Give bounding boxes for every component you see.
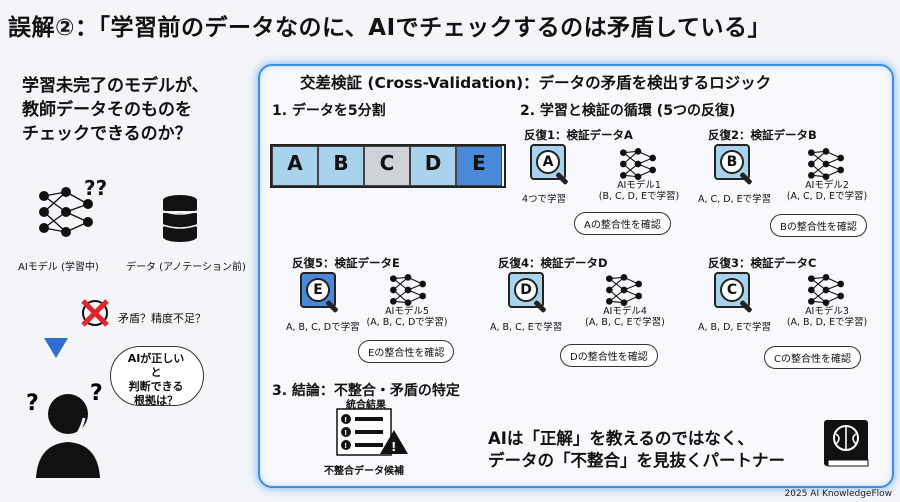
model-3-icon xyxy=(806,272,846,312)
model-1-icon xyxy=(618,146,658,186)
model-4-sub: (A, B, C, Eで学習) xyxy=(585,317,665,328)
model-1-caption: AIモデル1 (B, C, D, Eで学習) xyxy=(594,180,684,202)
check-cloud-a: Aの整合性を確認 xyxy=(574,212,671,235)
validation-letter-d: D xyxy=(514,278,538,302)
cross-validation-panel xyxy=(258,64,894,488)
result-list-icon: !!! ! xyxy=(336,408,414,462)
check-cloud-b: Bの整合性を確認 xyxy=(770,214,867,237)
train-caption-2: A, C, D, Eで学習 xyxy=(698,194,772,205)
segment-c: C xyxy=(364,146,410,186)
check-cloud-d: Dの整合性を確認 xyxy=(560,344,658,367)
database-icon xyxy=(162,194,198,246)
model-4-name: AIモデル4 xyxy=(603,306,647,317)
question-text: 学習未完了のモデルが、 教師データそのものを チェックできるのか？ xyxy=(22,76,209,144)
section-split: 1. データを5分割 xyxy=(272,103,386,119)
model-3-caption: AIモデル3 (A, B, D, Eで学習) xyxy=(782,306,872,328)
segment-e: E xyxy=(456,146,502,186)
iteration-5-label: 反復5：検証データE xyxy=(292,256,400,270)
question-marks: ?? xyxy=(84,176,108,200)
model-1-sub: (B, C, D, Eで学習) xyxy=(598,191,680,202)
model-2-icon xyxy=(806,146,846,186)
validation-box-b: B xyxy=(714,144,753,186)
section-cycle: 2. 学習と検証の循環 (5つの反復) xyxy=(520,103,736,119)
validation-box-a: A xyxy=(530,144,569,186)
train-caption-5: A, B, C, Dで学習 xyxy=(286,322,360,333)
copyright: 2025 AI KnowledgeFlow xyxy=(784,489,892,499)
model-2-name: AIモデル2 xyxy=(805,180,849,191)
data-segments: A B C D E xyxy=(270,144,506,188)
iteration-1-label: 反復1：検証データA xyxy=(524,128,633,142)
thinking-person-icon: ? ? xyxy=(26,378,110,490)
train-caption-3: A, B, D, Eで学習 xyxy=(698,322,771,333)
cross-mark-icon xyxy=(80,298,110,332)
thought-text: AIが正しいと 判断できる 根拠は？ xyxy=(127,352,185,407)
validation-letter-a: A xyxy=(536,150,560,174)
validation-letter-c: C xyxy=(720,278,744,302)
svg-text:?: ? xyxy=(90,381,103,406)
neural-network-icon xyxy=(39,187,93,237)
thought-cloud xyxy=(110,346,204,406)
iteration-4-label: 反復4：検証データD xyxy=(498,256,608,270)
svg-text:!: ! xyxy=(391,440,396,454)
check-cloud-c: Cの整合性を確認 xyxy=(764,346,861,369)
validation-letter-e: E xyxy=(306,278,330,302)
segment-d: D xyxy=(410,146,456,186)
conclusion-text: AIは「正解」を教えるのではなく、 データの「不整合」を見抜くパートナー xyxy=(488,429,785,470)
validation-box-e: E xyxy=(300,272,339,314)
model-1-name: AIモデル1 xyxy=(617,180,661,191)
segment-a: A xyxy=(272,146,318,186)
result-caption: 不整合データ候補 xyxy=(324,466,404,477)
panel-title: 交差検証 (Cross-Validation)：データの矛盾を検出するロジック xyxy=(300,74,772,92)
iteration-2-label: 反復2：検証データB xyxy=(708,128,817,142)
svg-text:!: ! xyxy=(344,416,347,424)
model-2-caption: AIモデル2 (A, C, D, Eで学習) xyxy=(782,180,872,202)
page-title: 誤解②：「学習前のデータなのに、AIでチェックするのは矛盾している」 xyxy=(8,15,771,41)
section-conclusion: 3. 結論：不整合・矛盾の特定 xyxy=(272,383,460,399)
model-5-caption: AIモデル5 (A, B, C, Dで学習) xyxy=(362,306,452,328)
model-2-sub: (A, C, D, Eで学習) xyxy=(786,191,868,202)
validation-letter-b: B xyxy=(720,150,744,174)
svg-text:!: ! xyxy=(344,442,347,450)
data-label: データ (アノテーション前) xyxy=(126,262,246,273)
model-3-name: AIモデル3 xyxy=(805,306,849,317)
book-brain-icon xyxy=(822,418,872,474)
train-caption-4: A, B, C, Eで学習 xyxy=(490,322,563,333)
ai-model-label: AIモデル (学習中) xyxy=(18,262,99,273)
model-3-sub: (A, B, D, Eで学習) xyxy=(786,317,868,328)
check-cloud-e: Eの整合性を確認 xyxy=(358,340,455,363)
validation-box-c: C xyxy=(714,272,753,314)
train-caption-1: 4つで学習 xyxy=(522,194,567,205)
model-5-name: AIモデル5 xyxy=(385,306,429,317)
contradiction-label: 矛盾？精度不足？ xyxy=(118,312,206,325)
svg-text:!: ! xyxy=(344,429,347,437)
result-title: 統合結果 xyxy=(346,400,386,411)
iteration-3-label: 反復3：検証データC xyxy=(708,256,817,270)
ai-model-illustration xyxy=(36,182,96,242)
model-4-caption: AIモデル4 (A, B, C, Eで学習) xyxy=(580,306,670,328)
model-4-icon xyxy=(604,272,644,312)
svg-text:?: ? xyxy=(26,391,39,416)
validation-box-d: D xyxy=(508,272,547,314)
model-5-sub: (A, B, C, Dで学習) xyxy=(366,317,448,328)
model-5-icon xyxy=(388,272,428,312)
segment-b: B xyxy=(318,146,364,186)
